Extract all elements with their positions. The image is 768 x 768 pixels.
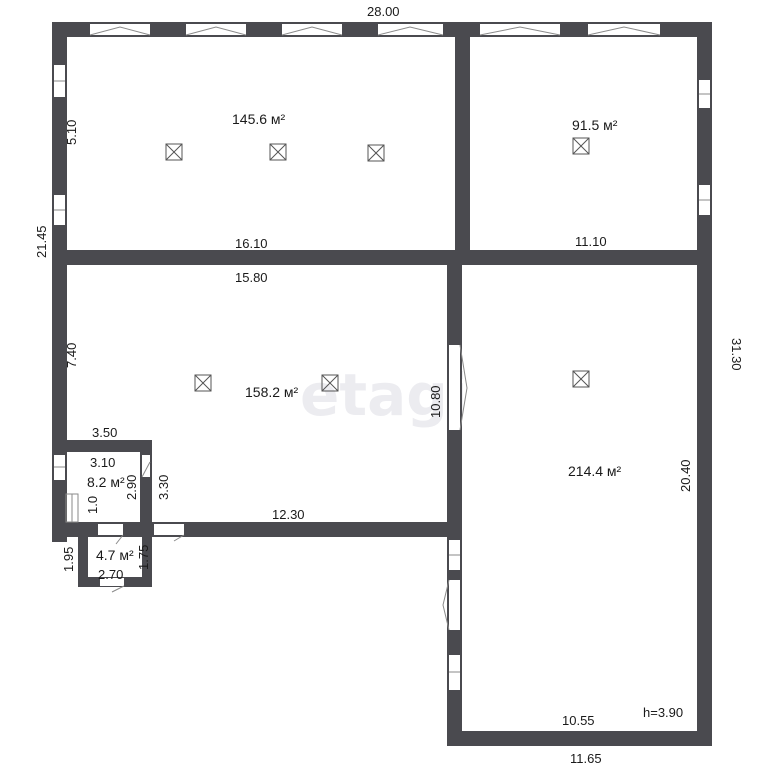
- dimension-label: 1.95: [61, 547, 76, 572]
- wall-room5-top: [52, 440, 152, 452]
- window-frames: [54, 26, 710, 673]
- dimension-label: 12.30: [272, 507, 305, 522]
- ceiling-light-icon: [194, 374, 212, 392]
- room-area-label: 145.6 м²: [232, 111, 286, 127]
- wall-right: [697, 22, 712, 746]
- wall-middle-horizontal: [52, 250, 712, 265]
- wall-room6-right: [142, 535, 152, 587]
- room-area-label: 8.2 м²: [87, 474, 125, 490]
- room-area-label: 4.7 м²: [96, 547, 134, 563]
- dimension-label: 21.45: [34, 225, 49, 258]
- window-top: [186, 24, 246, 35]
- dimension-label: 28.00: [367, 4, 400, 19]
- dimension-label: 31.30: [729, 338, 744, 371]
- door-opening: [449, 580, 460, 630]
- wall-room5-right: [140, 440, 152, 530]
- dimension-label: 3.10: [90, 455, 115, 470]
- dimension-label: 11.10: [575, 234, 607, 249]
- ceiling-light-icon: [572, 137, 590, 155]
- window-top: [480, 24, 560, 35]
- dimension-label: 16.10: [235, 236, 268, 251]
- dimension-label: 7.40: [64, 343, 79, 368]
- dimension-label: 10.55: [562, 713, 595, 728]
- dimension-label: 2.70: [98, 567, 123, 582]
- room-areas: 145.6 м² 91.5 м² 158.2 м² 214.4 м² 8.2 м…: [87, 111, 622, 563]
- dimension-label: 20.40: [678, 459, 693, 492]
- dimension-label: 3.50: [92, 425, 117, 440]
- room-area-label: 214.4 м²: [568, 463, 622, 479]
- window-top: [282, 24, 342, 35]
- ceiling-light-icon: [572, 370, 590, 388]
- ceiling-light-icon: [269, 143, 287, 161]
- dimension-label: 1.75: [136, 545, 151, 570]
- wall-room6-left: [78, 535, 88, 587]
- window-top: [378, 24, 443, 35]
- wall-divider-top: [455, 22, 470, 255]
- dimension-labels: 28.00 21.45 31.30 11.65 5.10 16.10 11.10…: [34, 4, 744, 766]
- door-room5: [142, 455, 150, 477]
- dimension-label: 11.65: [570, 751, 602, 766]
- door-opening: [449, 345, 460, 430]
- wall-left: [52, 22, 67, 542]
- window-top: [90, 24, 150, 35]
- dimension-label: 10.80: [428, 385, 443, 418]
- dimension-label: 5.10: [64, 120, 79, 145]
- watermark: etagi: [300, 361, 468, 429]
- dimension-label: 15.80: [235, 270, 268, 285]
- ceiling-fixtures: [165, 137, 590, 392]
- ceiling-height-label: h=3.90: [643, 705, 683, 720]
- ceiling-light-icon: [165, 143, 183, 161]
- ceiling-light-icon: [367, 144, 385, 162]
- door-room3-bottom: [154, 524, 184, 535]
- dimension-label: 1.0: [85, 496, 100, 514]
- wall-bottom: [447, 731, 712, 746]
- door-room6-bottom: [100, 578, 124, 586]
- ceiling-light-icon: [321, 374, 339, 392]
- room-area-label: 158.2 м²: [245, 384, 299, 400]
- door-room6-top: [98, 524, 123, 535]
- dimension-label: 3.30: [156, 475, 171, 500]
- dimension-label: 2.90: [124, 475, 139, 500]
- window-top: [588, 24, 660, 35]
- room-area-label: 91.5 м²: [572, 117, 618, 133]
